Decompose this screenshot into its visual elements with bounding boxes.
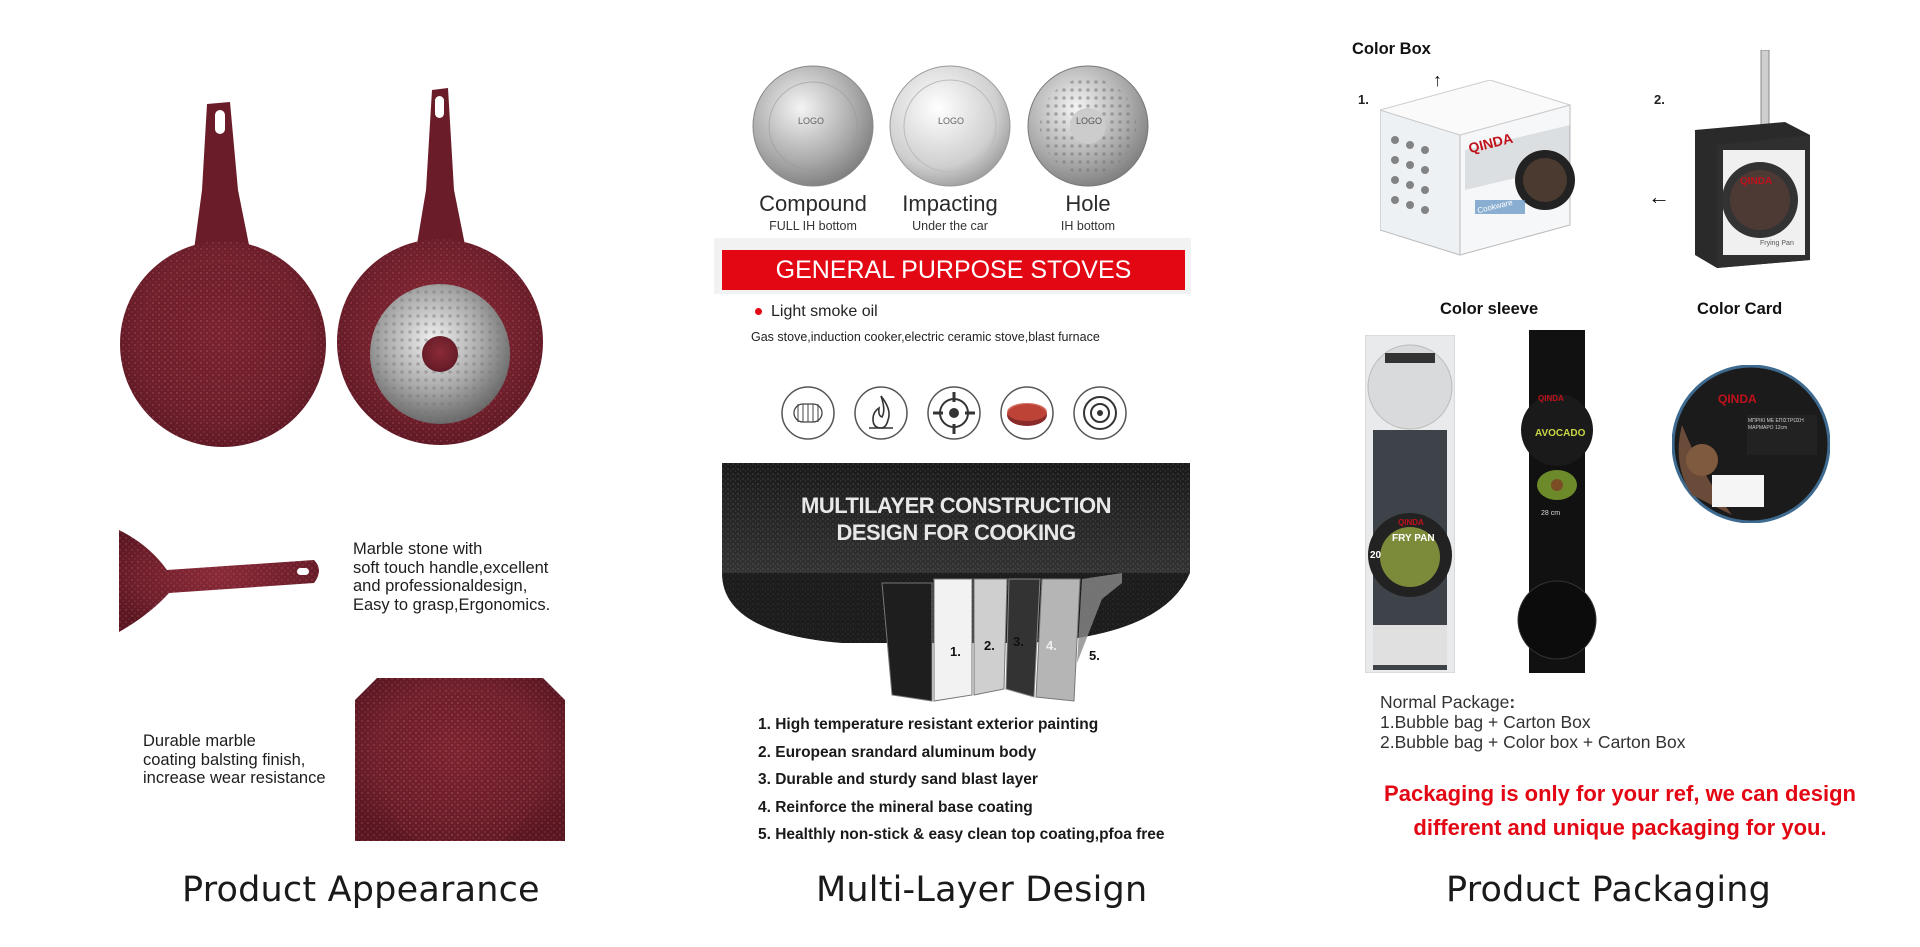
- pan-images: [120, 88, 543, 447]
- coating-note: Durable marble coating balsting finish, …: [143, 732, 326, 788]
- normal-package-item: 1.Bubble bag + Carton Box: [1380, 712, 1591, 732]
- compound-bottom-disc: [752, 65, 874, 187]
- construction-title-line: MULTILAYER CONSTRUCTION: [801, 493, 1111, 518]
- impacting-bottom-disc: [889, 65, 1011, 187]
- layer-item: 5. Healthly non-stick & easy clean top c…: [758, 826, 1165, 843]
- brand-logo: QINDA: [1740, 176, 1773, 187]
- handle-note-line: and professionaldesign,: [353, 577, 528, 595]
- layer-item: 1. High temperature resistant exterior p…: [758, 716, 1099, 733]
- layer-item: 2. European srandard aluminum body: [758, 743, 1037, 761]
- packaging-red-note: Packaging is only for your ref, we can d…: [1360, 777, 1880, 845]
- arrow-left-icon: ←: [1648, 184, 1670, 209]
- bottom-sub-compound: FULL IH bottom: [769, 219, 857, 233]
- layer-number: 4.: [1046, 638, 1057, 653]
- induction-coil-icon: [781, 386, 835, 440]
- handle-note: Marble stone with soft touch handle,exce…: [353, 540, 550, 614]
- coating-closeup: [355, 678, 565, 841]
- color-box-number: 1.: [1358, 92, 1369, 107]
- handle-note-line: Easy to grasp,Ergonomics.: [353, 595, 551, 614]
- logo-mark: LOGO: [1076, 116, 1103, 126]
- brand-logo: QINDA: [1398, 518, 1424, 527]
- red-note-line: Packaging is only for your ref, we can d…: [1384, 781, 1856, 806]
- caption-multilayer: Multi-Layer Design: [816, 870, 1148, 910]
- bottom-sub-hole: IH bottom: [1060, 219, 1116, 233]
- caption-appearance: Product Appearance: [182, 870, 540, 910]
- sleeve2-title: AVOCADO: [1535, 428, 1586, 439]
- construction-image: [722, 463, 1190, 702]
- color-box-1: [1380, 80, 1575, 256]
- coating-note-line: coating balsting finish,: [143, 750, 306, 769]
- sleeve1-size: 20: [1370, 550, 1382, 561]
- stoves-bullet: Light smoke oil: [771, 303, 878, 320]
- pan1-handle: [194, 102, 250, 255]
- color-card: [1672, 365, 1830, 523]
- gas-burner-icon: [927, 386, 981, 440]
- layer-list: 1. High temperature resistant exterior p…: [758, 716, 1165, 854]
- flame-icon: [854, 386, 908, 440]
- color-card-text: ΜΠΡΙΚΙ ΜΕ ΕΠΙΣΤΡΩΣΗ ΜΑΡΜΑΡΟ 12cm: [1748, 418, 1804, 431]
- layer-item: 3. Durable and sturdy sand blast layer: [758, 771, 1038, 788]
- box2-label: Frying Pan: [1760, 240, 1794, 247]
- sleeve1-title: FRY PAN: [1392, 533, 1435, 544]
- electric-hob-icon: [1073, 386, 1127, 440]
- normal-package-colon: :: [1509, 692, 1516, 712]
- normal-package-title: Normal Package: [1380, 692, 1510, 712]
- construction-title: MULTILAYER CONSTRUCTION DESIGN FOR COOKI…: [722, 492, 1190, 546]
- bottom-name-hole: Hole: [1065, 191, 1111, 216]
- normal-package-title-row: Normal Package:: [1380, 692, 1685, 712]
- layer-number: 3.: [1013, 634, 1024, 649]
- brand-logo: QINDA: [1718, 392, 1757, 406]
- logo-mark: LOGO: [798, 116, 825, 126]
- layer-number: 1.: [950, 644, 961, 659]
- bottom-name-compound: Compound: [759, 191, 867, 216]
- construction-title-line: DESIGN FOR COOKING: [836, 520, 1076, 545]
- color-sleeve-2: [1517, 330, 1597, 673]
- stoves-banner: GENERAL PURPOSE STOVES: [722, 250, 1185, 290]
- bottom-types: [752, 65, 1149, 187]
- ceramic-plate-icon: [1000, 386, 1054, 440]
- bottom-sub-impacting: Under the car: [912, 219, 988, 233]
- arrow-up-icon: ↑: [1433, 70, 1442, 90]
- color-sleeve-label: Color sleeve: [1440, 300, 1539, 318]
- pan1-hang-hole: [215, 110, 225, 134]
- color-sleeve-1: [1365, 335, 1455, 673]
- sleeve2-size: 28 cm: [1541, 510, 1561, 517]
- logo-mark: LOGO: [938, 116, 965, 126]
- caption-packaging: Product Packaging: [1446, 870, 1772, 910]
- coating-note-line: Durable marble: [143, 732, 256, 750]
- bullet-icon: [755, 308, 762, 315]
- handle-note-line: Marble stone with: [353, 540, 483, 558]
- coating-note-line: increase wear resistance: [143, 769, 326, 787]
- pan2-handle: [416, 88, 466, 255]
- brand-logo: QINDA: [1538, 394, 1564, 403]
- color-card-label: Color Card: [1697, 300, 1783, 318]
- stoves-types: Gas stove,induction cooker,electric cera…: [751, 330, 1100, 344]
- bottom-name-impacting: Impacting: [902, 191, 998, 216]
- layer-number: 5.: [1089, 648, 1100, 663]
- red-note-line: different and unique packaging for you.: [1413, 815, 1827, 840]
- color-box-label: Color Box: [1352, 40, 1431, 58]
- color-box-2: [1695, 50, 1810, 268]
- color-box-number: 2.: [1654, 92, 1665, 107]
- normal-package-item: 2.Bubble bag + Color box + Carton Box: [1380, 732, 1686, 752]
- handle-note-line: soft touch handle,excellent: [353, 558, 549, 577]
- normal-package: Normal Package: 1.Bubble bag + Carton Bo…: [1380, 692, 1685, 752]
- layer-number: 2.: [984, 638, 995, 653]
- layer-item: 4. Reinforce the mineral base coating: [758, 798, 1033, 816]
- stove-icons: [781, 386, 1127, 440]
- handle-closeup: [119, 530, 319, 632]
